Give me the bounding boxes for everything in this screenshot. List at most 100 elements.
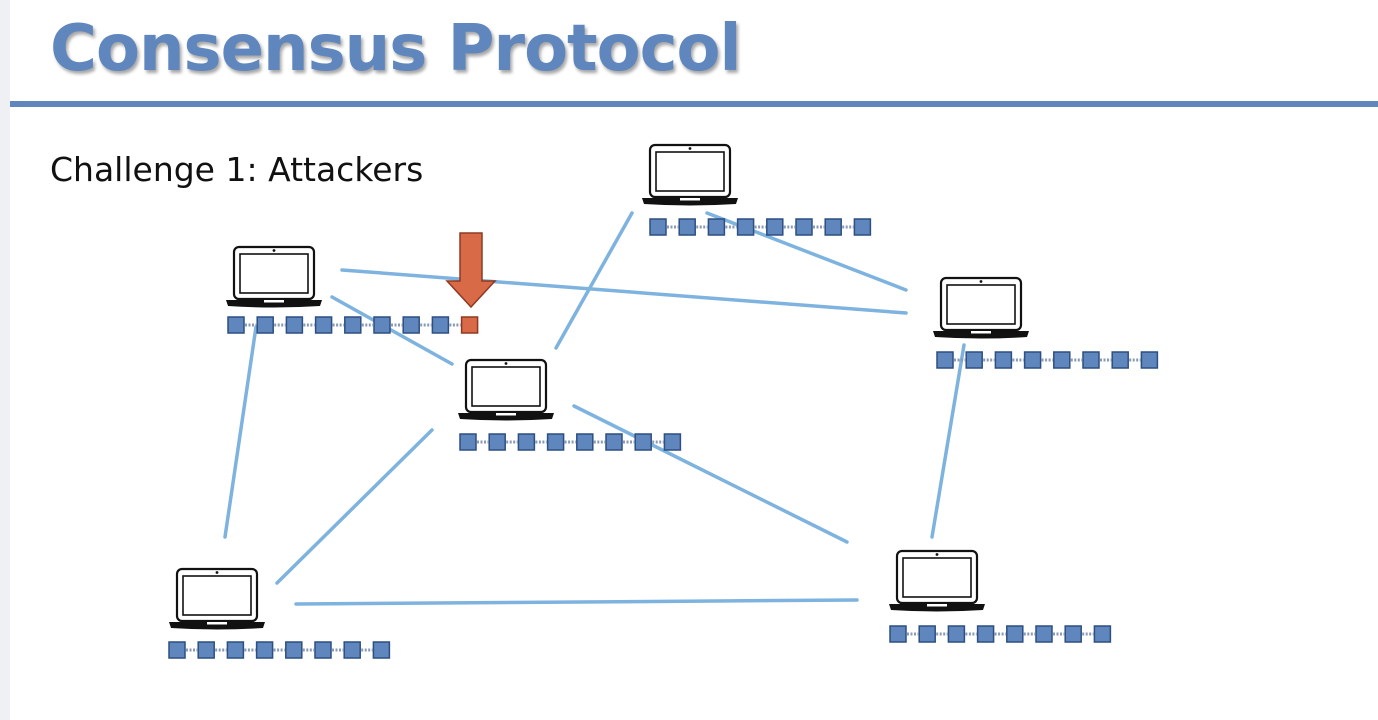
down-arrow-icon	[445, 232, 497, 309]
node-right	[933, 276, 1159, 369]
block	[314, 316, 333, 334]
block	[314, 641, 332, 659]
laptop-camera	[215, 571, 219, 574]
block	[707, 218, 726, 236]
node-lower-right	[889, 549, 1112, 643]
nodes	[168, 143, 1159, 659]
laptop-icon	[889, 549, 985, 612]
blockchain	[459, 433, 682, 451]
block	[605, 433, 623, 451]
blockchain	[889, 625, 1112, 643]
node-lower-left	[168, 567, 391, 659]
block	[918, 625, 936, 643]
block	[285, 641, 303, 659]
slide-title: Consensus Protocol	[50, 12, 741, 86]
laptop-screen	[655, 151, 725, 192]
block	[459, 433, 477, 451]
block	[824, 218, 842, 236]
block	[402, 316, 420, 334]
block	[197, 641, 215, 659]
block	[663, 433, 682, 451]
laptop-camera	[688, 147, 692, 150]
slide-margin	[0, 0, 10, 720]
block	[1093, 625, 1112, 643]
laptop-trackpad-notch	[971, 331, 991, 334]
laptop-icon	[226, 245, 322, 308]
laptop-base	[458, 413, 554, 421]
block	[766, 218, 784, 236]
block	[936, 351, 954, 369]
laptop-camera	[504, 362, 508, 365]
block	[431, 316, 450, 334]
laptop-icon	[458, 358, 554, 421]
block	[372, 641, 391, 659]
block	[1023, 351, 1042, 369]
connection-line-upper-left-right	[340, 268, 908, 315]
block	[1006, 625, 1024, 643]
block	[795, 218, 813, 236]
laptop-trackpad-notch	[264, 300, 284, 303]
laptop-base	[889, 604, 985, 612]
block	[373, 316, 391, 334]
block	[1064, 625, 1082, 643]
laptop-screen	[239, 253, 309, 294]
connection-line-center-lower-left	[275, 428, 434, 585]
blockchain	[227, 316, 479, 334]
block	[168, 641, 186, 659]
block	[546, 433, 565, 451]
connection-lines	[223, 211, 966, 606]
block	[1111, 351, 1129, 369]
laptop-base	[169, 622, 265, 630]
laptop-camera	[935, 553, 939, 556]
node-center	[458, 358, 682, 451]
laptop-camera	[272, 249, 276, 252]
block	[649, 218, 667, 236]
laptop-screen	[902, 557, 972, 598]
node-top-center	[642, 143, 872, 236]
connection-line-top-center-center	[554, 211, 634, 350]
block	[634, 433, 652, 451]
laptop-trackpad-notch	[496, 413, 516, 416]
title-divider	[10, 101, 1378, 107]
laptop-icon	[169, 567, 265, 630]
block	[576, 433, 594, 451]
block	[1082, 351, 1100, 369]
laptop-base	[642, 198, 738, 206]
block	[226, 641, 245, 659]
block	[256, 316, 274, 334]
block	[994, 351, 1013, 369]
blockchain	[936, 351, 1159, 369]
laptop-trackpad-notch	[207, 622, 227, 625]
connection-line-upper-left-lower-left	[223, 325, 258, 539]
laptop-trackpad-notch	[680, 198, 700, 201]
laptop-base	[933, 331, 1029, 339]
block	[488, 433, 506, 451]
block	[853, 218, 872, 236]
block	[517, 433, 536, 451]
block	[227, 316, 245, 334]
block	[965, 351, 983, 369]
slide-subtitle: Challenge 1: Attackers	[50, 150, 424, 189]
node-upper-left	[226, 245, 479, 334]
connection-line-lower-left-lower-right	[294, 598, 859, 606]
laptop-screen	[182, 575, 252, 616]
block	[1035, 625, 1053, 643]
block	[1140, 351, 1159, 369]
laptop-screen	[946, 284, 1016, 325]
block	[343, 641, 361, 659]
block	[344, 316, 362, 334]
blockchain	[649, 218, 872, 236]
laptop-base	[226, 300, 322, 308]
laptop-icon	[933, 276, 1029, 339]
connection-line-upper-left-center	[330, 295, 454, 366]
connection-line-center-lower-right	[572, 404, 849, 544]
laptop-trackpad-notch	[927, 604, 947, 607]
block	[976, 625, 995, 643]
block	[889, 625, 907, 643]
laptop-camera	[979, 280, 983, 283]
block	[947, 625, 966, 643]
connection-line-right-lower-right	[930, 343, 966, 539]
attacker-block	[460, 316, 479, 334]
